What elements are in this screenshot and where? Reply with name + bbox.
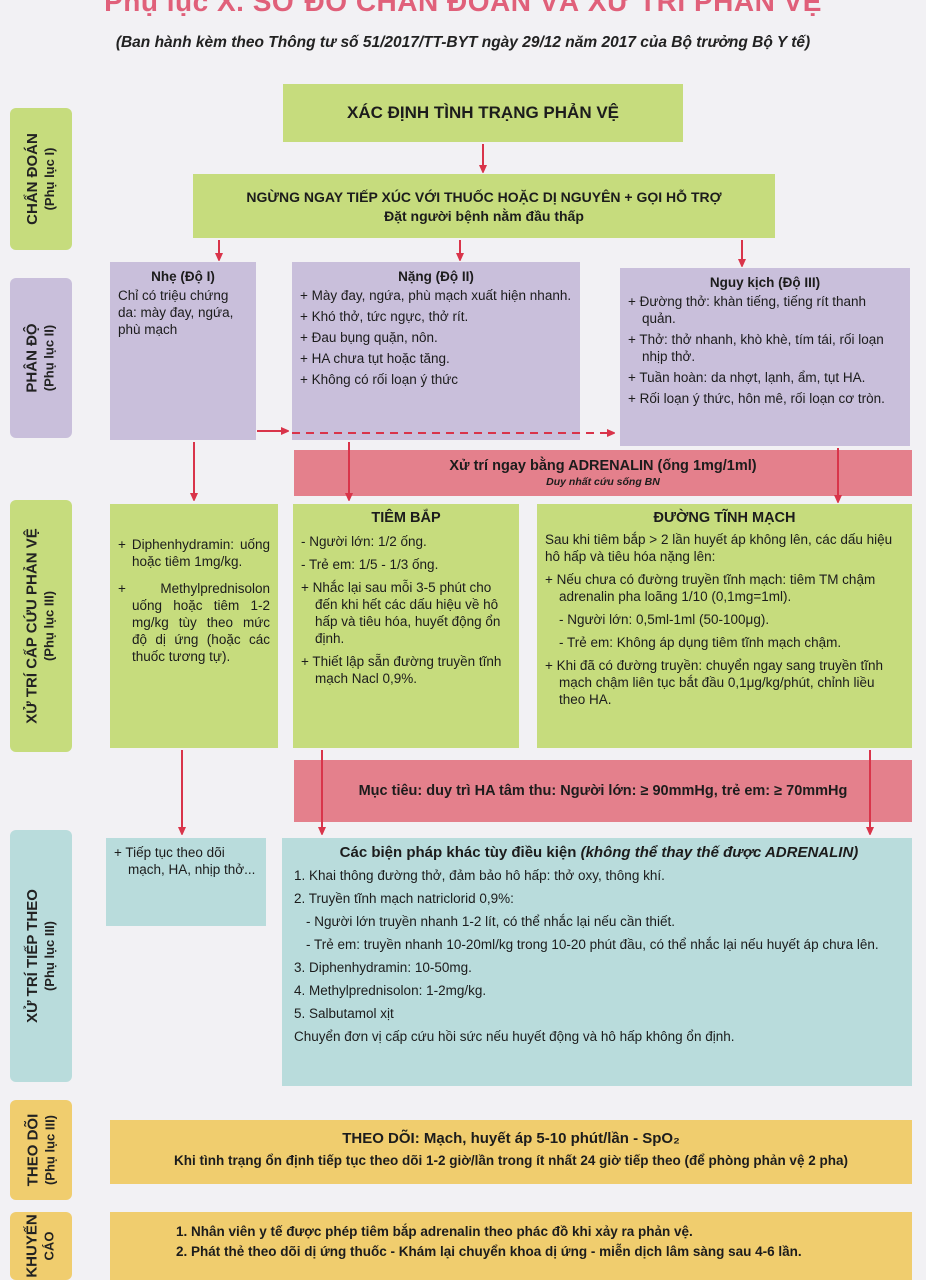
im-injection-box: TIÊM BẮP - Người lớn: 1/2 ống. - Trẻ em:… [293, 504, 519, 748]
followup-mild-text: + Tiếp tục theo dõi mạch, HA, nhịp thở..… [114, 845, 256, 877]
mild-treatment-item: + Methylprednisolon uống hoặc tiêm 1-2 m… [118, 581, 270, 664]
position-patient-text: Đặt người bệnh nằm đầu thấp [384, 208, 584, 224]
grade-critical-item: + Đường thở: khàn tiếng, tiếng rít thanh… [628, 294, 867, 326]
followup-item: 4. Methylprednisolon: 1-2mg/kg. [294, 983, 487, 998]
grade-severe-box: Nặng (Độ II) + Mày đay, ngứa, phù mạch x… [292, 262, 580, 440]
grade-mild-title: Nhẹ (Độ I) [151, 269, 215, 284]
grade-severe-item: + Không có rối loạn ý thức [300, 372, 459, 387]
section-label-theo-doi: THEO DÕI(Phụ lục III) [10, 1100, 72, 1200]
followup-item: Chuyển đơn vị cấp cứu hồi sức nếu huyết … [294, 1029, 735, 1044]
monitor-line2: Khi tình trạng ổn định tiếp tục theo dõi… [174, 1153, 848, 1168]
monitor-prefix: THEO DÕI: [342, 1130, 420, 1147]
grade-critical-title: Nguy kịch (Độ III) [709, 275, 821, 290]
iv-route-title: ĐƯỜNG TĨNH MẠCH [653, 510, 796, 526]
target-text: Mục tiêu: duy trì HA tâm thu: Người lớn:… [358, 783, 848, 799]
grade-critical-item: + Thở: thở nhanh, khò khè, tím tái, rối … [628, 332, 884, 364]
iv-route-item: - Trẻ em: Không áp dụng tiêm tĩnh mạch c… [559, 635, 842, 650]
recommend-item: 2. Phát thẻ theo dõi dị ứng thuốc - Khám… [176, 1244, 802, 1259]
followup-title: Các biện pháp khác tùy điều kiện [339, 844, 577, 861]
adrenalin-bar: Xử trí ngay bằng ADRENALIN (ống 1mg/1ml)… [294, 450, 912, 496]
iv-route-item: Sau khi tiêm bắp > 2 lần huyết áp không … [545, 532, 893, 564]
section-label-cap-cuu: XỬ TRÍ CẤP CỨU PHẢN VỆ(Phụ lục III) [10, 500, 72, 752]
im-injection-item: - Người lớn: 1/2 ống. [301, 534, 427, 549]
im-injection-item: - Trẻ em: 1/5 - 1/3 ống. [301, 557, 439, 572]
mild-treatment-item: + Diphenhydramin: uống hoặc tiêm 1mg/kg. [118, 537, 270, 569]
followup-title-note: (không thể thay thế được ADRENALIN) [580, 844, 859, 861]
grade-severe-item: + Khó thở, tức ngực, thở rít. [300, 309, 469, 324]
section-label-chan-doan: CHẨN ĐOÁN(Phụ lục I) [10, 108, 72, 250]
im-injection-title: TIÊM BẮP [371, 510, 441, 526]
target-bar: Mục tiêu: duy trì HA tâm thu: Người lớn:… [294, 760, 912, 822]
im-injection-item: + Nhắc lại sau mỗi 3-5 phút cho đến khi … [301, 580, 501, 646]
iv-route-item: + Khi đã có đường truyền: chuyển ngay sa… [545, 658, 883, 707]
iv-route-item: - Người lớn: 0,5ml-1ml (50-100μg). [559, 612, 770, 627]
followup-item: 2. Truyền tĩnh mạch natriclorid 0,9%: [294, 891, 514, 906]
followup-item: - Người lớn truyền nhanh 1-2 lít, có thể… [306, 914, 675, 929]
diagnosis-title: XÁC ĐỊNH TÌNH TRẠNG PHẢN VỆ [346, 103, 619, 122]
stop-exposure-box: NGỪNG NGAY TIẾP XÚC VỚI THUỐC HOẶC DỊ NG… [193, 174, 775, 238]
iv-route-box: ĐƯỜNG TĨNH MẠCH Sau khi tiêm bắp > 2 lần… [537, 504, 912, 748]
grade-severe-title: Nặng (Độ II) [398, 269, 474, 284]
followup-item: 3. Diphenhydramin: 10-50mg. [294, 960, 472, 975]
grade-severe-item: + Mày đay, ngứa, phù mạch xuất hiện nhan… [300, 288, 572, 303]
diagnosis-title-box: XÁC ĐỊNH TÌNH TRẠNG PHẢN VỆ [283, 84, 683, 142]
section-label-phan-do: PHÂN ĐỘ(Phụ lục II) [10, 278, 72, 438]
page-title: Phụ lục X. SƠ ĐỒ CHẨN ĐOÁN VÀ XỬ TRÍ PHẢ… [104, 0, 822, 17]
followup-item: 5. Salbutamol xịt [294, 1006, 394, 1021]
grade-critical-item: + Tuần hoàn: da nhợt, lạnh, ẩm, tụt HA. [628, 370, 866, 385]
grade-critical-box: Nguy kịch (Độ III) + Đường thở: khàn tiế… [620, 268, 910, 446]
followup-mild-box: + Tiếp tục theo dõi mạch, HA, nhịp thở..… [106, 838, 266, 926]
adrenalin-text: Xử trí ngay bằng ADRENALIN (ống 1mg/1ml) [449, 458, 757, 474]
grade-severe-item: + Đau bụng quặn, nôn. [300, 330, 438, 345]
grade-mild-text: Chỉ có triệu chứng da: mày đay, ngứa, ph… [118, 288, 234, 337]
monitor-line1: Mạch, huyết áp 5-10 phút/lần - SpO₂ [423, 1130, 680, 1147]
recommend-item: 1. Nhân viên y tế được phép tiêm bắp adr… [176, 1224, 693, 1239]
recommend-box: 1. Nhân viên y tế được phép tiêm bắp adr… [110, 1212, 912, 1280]
monitor-box: THEO DÕI: Mạch, huyết áp 5-10 phút/lần -… [110, 1120, 912, 1184]
page-subtitle: (Ban hành kèm theo Thông tư số 51/2017/T… [115, 34, 811, 51]
followup-item: - Trẻ em: truyền nhanh 10-20ml/kg trong … [306, 937, 879, 952]
section-label-tiep-theo: XỬ TRÍ TIẾP THEO(Phụ lục III) [10, 830, 72, 1082]
stop-exposure-text: NGỪNG NGAY TIẾP XÚC VỚI THUỐC HOẶC DỊ NG… [246, 189, 722, 205]
grade-critical-item: + Rối loạn ý thức, hôn mê, rối loạn cơ t… [628, 391, 885, 406]
followup-measures-box: Các biện pháp khác tùy điều kiện (không … [282, 838, 912, 1086]
adrenalin-subtext: Duy nhất cứu sống BN [546, 476, 660, 488]
followup-item: 1. Khai thông đường thở, đảm bảo hô hấp:… [294, 868, 665, 883]
im-injection-item: + Thiết lập sẵn đường truyền tĩnh mạch N… [301, 654, 502, 686]
grade-severe-item: + HA chưa tụt hoặc tăng. [300, 351, 450, 366]
mild-treatment-box: + Diphenhydramin: uống hoặc tiêm 1mg/kg.… [110, 504, 278, 748]
grade-mild-box: Nhẹ (Độ I) Chỉ có triệu chứng da: mày đa… [110, 262, 256, 440]
iv-route-item: + Nếu chưa có đường truyền tĩnh mạch: ti… [545, 572, 876, 604]
